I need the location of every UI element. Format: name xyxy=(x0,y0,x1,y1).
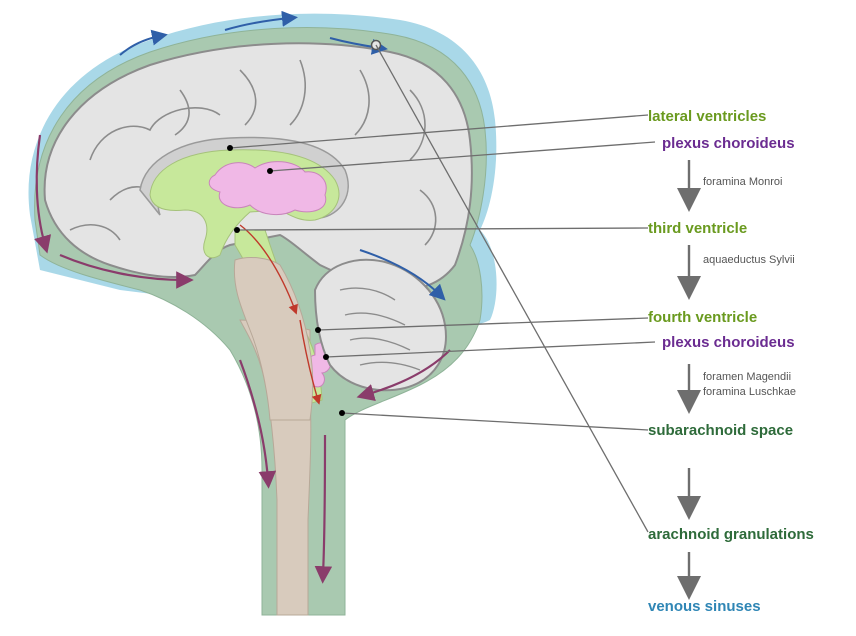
label-venous-sinuses: venous sinuses xyxy=(648,598,761,615)
label-foramina-monroi: foramina Monroi xyxy=(703,176,782,188)
label-third-ventricle: third ventricle xyxy=(648,220,747,237)
label-foramen-magendii: foramen Magendii xyxy=(703,371,791,383)
leader-subarachnoid-space xyxy=(341,412,649,431)
leader-plexus-choroideus-2 xyxy=(325,341,656,358)
csf-flow-arrows xyxy=(34,134,451,584)
gyri-lines xyxy=(69,59,437,246)
label-plexus-choroideus-2: plexus choroideus xyxy=(662,334,795,351)
cerebellum xyxy=(313,258,447,392)
leader-plexus-choroideus-1 xyxy=(269,141,656,172)
leader-fourth-ventricle xyxy=(317,317,649,331)
label-fourth-ventricle: fourth ventricle xyxy=(648,309,757,326)
leader-lateral-ventricles xyxy=(229,114,649,149)
label-foramina-luschkae: foramina Luschkae xyxy=(703,386,796,398)
plexus-choroideus-upper xyxy=(208,161,327,216)
leader-dots xyxy=(227,145,345,416)
leader-arachnoid-granulations xyxy=(375,44,649,533)
label-aquaeductus-sylvii: aquaeductus Sylvii xyxy=(703,254,795,266)
cerebellum-folia xyxy=(339,287,421,371)
label-subarachnoid-space: subarachnoid space xyxy=(648,422,793,439)
sinus-flow-arrows xyxy=(119,10,446,301)
label-lateral-ventricles: lateral ventricles xyxy=(648,108,766,125)
label-arachnoid-granulations: arachnoid granulations xyxy=(648,526,814,543)
leader-lines xyxy=(229,44,656,533)
label-plexus-choroideus-1: plexus choroideus xyxy=(662,135,795,152)
leader-third-ventricle xyxy=(236,227,649,231)
